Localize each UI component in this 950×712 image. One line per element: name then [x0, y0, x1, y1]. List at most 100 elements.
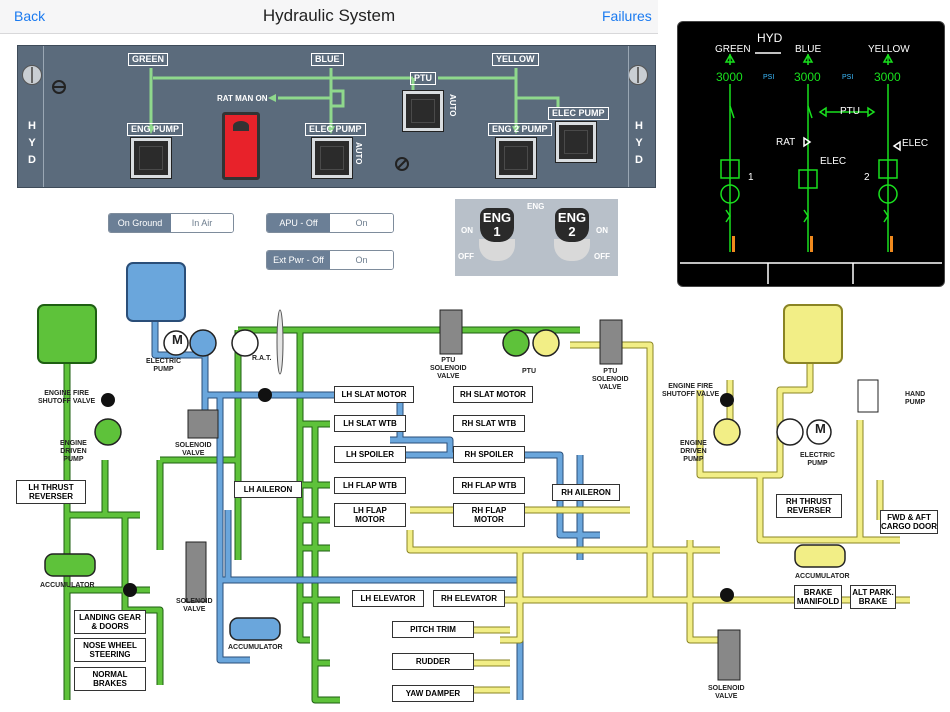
yellow-system-label: YELLOW — [492, 53, 539, 66]
motor-m-label-right: M — [815, 421, 826, 436]
landing-gear-doors[interactable]: LANDING GEAR & DOORS — [74, 610, 146, 634]
lh-slat-motor[interactable]: LH SLAT MOTOR — [334, 386, 414, 403]
screw-icon — [22, 65, 42, 85]
apu-toggle[interactable]: APU - Off On — [266, 213, 394, 233]
in-air-option[interactable]: In Air — [171, 214, 233, 232]
ecam-ptu-label: PTU — [840, 106, 860, 117]
ecam-lines — [680, 52, 942, 284]
rh-elevator[interactable]: RH ELEVATOR — [433, 590, 505, 607]
accumulator-right-label: ACCUMULATOR — [795, 573, 850, 580]
ecam-yellow-psi: 3000 — [874, 70, 901, 84]
rh-flap-wtb[interactable]: RH FLAP WTB — [453, 477, 525, 494]
elec-pump-yellow-label: ELEC PUMP — [548, 107, 609, 120]
pitch-trim[interactable]: PITCH TRIM — [392, 621, 474, 638]
lh-elevator[interactable]: LH ELEVATOR — [352, 590, 424, 607]
lh-spoiler[interactable]: LH SPOILER — [334, 446, 406, 463]
accumulator-left-label: ACCUMULATOR — [40, 582, 95, 589]
rh-aileron[interactable]: RH AILERON — [552, 484, 620, 501]
ecam-eng2-label: 2 — [864, 172, 870, 183]
hand-pump-label: HAND PUMP — [905, 391, 926, 406]
ecam-yellow-label: YELLOW — [868, 44, 910, 55]
eng1-on-label: ON — [461, 226, 473, 235]
electric-pump-label-right: ELECTRIC PUMP — [800, 452, 835, 467]
nav-bar: Back Hydraulic System Failures — [0, 0, 658, 34]
engine-driven-pump-label-right: ENGINE DRIVEN PUMP — [680, 440, 707, 463]
ecam-psi-unit: PSI — [842, 74, 854, 81]
engine-driven-pump-label-left: ENGINE DRIVEN PUMP — [60, 440, 87, 463]
rat-label: R.A.T. — [252, 355, 272, 362]
alt-park-brake[interactable]: ALT PARK. BRAKE — [850, 585, 896, 609]
fwd-aft-cargo-door[interactable]: FWD & AFT CARGO DOOR — [880, 510, 938, 534]
apu-on-option[interactable]: On — [330, 214, 393, 232]
eng-panel-title: ENG — [527, 202, 545, 211]
ecam-blue-psi: 3000 — [794, 70, 821, 84]
overhead-lines — [52, 68, 560, 171]
ecam-elec-yellow-label: ELEC — [902, 138, 929, 149]
blue-auto-label: AUTO — [354, 142, 363, 165]
lh-slat-wtb[interactable]: LH SLAT WTB — [334, 415, 406, 432]
failures-button[interactable]: Failures — [602, 8, 652, 24]
rh-slat-motor[interactable]: RH SLAT MOTOR — [453, 386, 533, 403]
rh-thrust-reverser[interactable]: RH THRUST REVERSER — [776, 494, 842, 518]
rh-flap-motor[interactable]: RH FLAP MOTOR — [453, 503, 525, 527]
rh-slat-wtb[interactable]: RH SLAT WTB — [453, 415, 525, 432]
apu-off-option[interactable]: APU - Off — [267, 214, 330, 232]
back-button[interactable]: Back — [14, 8, 46, 24]
eng1-off-label: OFF — [458, 252, 474, 261]
eng2-on-label: ON — [596, 226, 608, 235]
ext-pwr-toggle[interactable]: Ext Pwr - Off On — [266, 250, 394, 270]
engine-fire-shutoff-label-left: ENGINE FIRE SHUTOFF VALVE — [38, 390, 96, 405]
solenoid-valve-left-label: SOLENOID VALVE — [176, 598, 213, 613]
rat-man-on-label: RAT MAN ON — [217, 94, 268, 103]
normal-brakes[interactable]: NORMAL BRAKES — [74, 667, 146, 691]
ecam-blue-label: BLUE — [795, 44, 822, 55]
ext-pwr-on-option[interactable]: On — [330, 251, 393, 269]
blue-system-label: BLUE — [311, 53, 344, 66]
eng2-pump-button[interactable] — [496, 138, 536, 178]
ptu-label: PTU — [410, 72, 436, 85]
ecam-hyd-page: HYD GREEN BLUE YELLOW 3000 3000 3000 PSI… — [677, 21, 945, 287]
ptu-solenoid-valve-left-label: PTU SOLENOID VALVE — [430, 357, 467, 380]
ground-air-toggle[interactable]: On Ground In Air — [108, 213, 234, 233]
ecam-elec-blue-label: ELEC — [820, 156, 847, 167]
ecam-rat-label: RAT — [776, 137, 796, 148]
lh-thrust-reverser[interactable]: LH THRUST REVERSER — [16, 480, 86, 504]
rat-man-on-guard[interactable] — [222, 112, 260, 180]
lh-flap-wtb[interactable]: LH FLAP WTB — [334, 477, 406, 494]
eng2-off-label: OFF — [594, 252, 610, 261]
yaw-damper[interactable]: YAW DAMPER — [392, 685, 474, 702]
accumulator-blue-label: ACCUMULATOR — [228, 644, 283, 651]
solenoid-valve-right-label: SOLENOID VALVE — [708, 685, 745, 700]
ptu-label-diagram: PTU — [522, 368, 536, 375]
rudder[interactable]: RUDDER — [392, 653, 474, 670]
solenoid-valve-top-label: SOLENOID VALVE — [175, 442, 212, 457]
lh-flap-motor[interactable]: LH FLAP MOTOR — [334, 503, 406, 527]
ecam-title: HYD — [757, 31, 783, 45]
eng-pump-label: ENG PUMP — [127, 123, 184, 136]
yellow-elec-pump-button[interactable] — [556, 122, 596, 162]
electric-pump-label: ELECTRIC PUMP — [146, 358, 181, 373]
ecam-green-label: GREEN — [715, 44, 751, 55]
blue-elec-pump-button[interactable] — [312, 138, 352, 178]
motor-m-label: M — [172, 332, 183, 347]
nose-wheel-steering[interactable]: NOSE WHEEL STEERING — [74, 638, 146, 662]
green-system-label: GREEN — [128, 53, 169, 66]
eng2-pump-label: ENG 2 PUMP — [488, 123, 552, 136]
eng1-pump-button[interactable] — [131, 138, 171, 178]
ptu-auto-label: AUTO — [448, 94, 457, 117]
ecam-eng1-label: 1 — [748, 172, 754, 183]
lh-aileron[interactable]: LH AILERON — [234, 481, 302, 498]
ecam-psi-unit: PSI — [763, 74, 775, 81]
rh-spoiler[interactable]: RH SPOILER — [453, 446, 525, 463]
ptu-button[interactable] — [403, 91, 443, 131]
on-ground-option[interactable]: On Ground — [109, 214, 171, 232]
ecam-green-psi: 3000 — [716, 70, 743, 84]
elec-pump-blue-label: ELEC PUMP — [305, 123, 366, 136]
brake-manifold[interactable]: BRAKE MANIFOLD — [794, 585, 842, 609]
ext-pwr-off-option[interactable]: Ext Pwr - Off — [267, 251, 330, 269]
